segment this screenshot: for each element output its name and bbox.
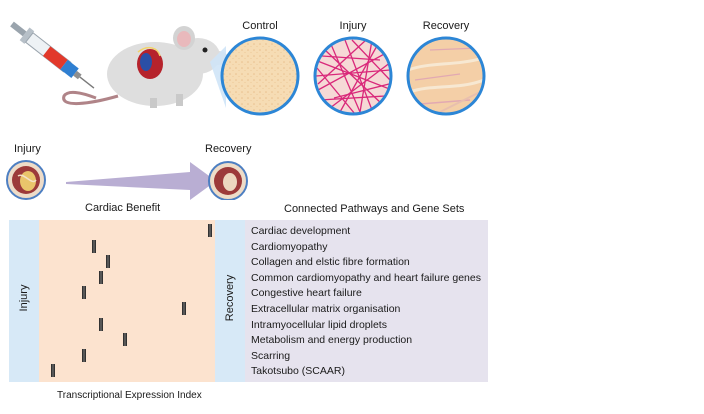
histology-recovery <box>406 36 486 116</box>
expression-marker <box>207 224 212 237</box>
mouse-injection-illustration <box>10 21 486 116</box>
expression-marker <box>98 317 103 331</box>
x-axis-label: Transcriptional Expression Index <box>57 390 202 401</box>
expression-marker <box>122 333 127 347</box>
pathway-item: Extracellular matrix organisation <box>251 303 401 315</box>
injury-histology-label: Injury <box>339 20 367 32</box>
pathway-item: Cardiomyopathy <box>251 240 328 253</box>
control-label: Control <box>242 20 278 32</box>
pathways-title: Connected Pathways and Gene Sets <box>284 203 465 215</box>
flow-injury-label: Injury <box>14 143 41 155</box>
pathway-item: Intramyocellular lipid droplets <box>251 318 387 331</box>
injury-axis-label: Injury <box>18 284 30 312</box>
recovered-heart-icon <box>208 161 248 200</box>
heart-cross-section-flow <box>6 160 248 200</box>
pathways-box <box>245 220 488 382</box>
benefit-arrow-icon <box>66 162 216 200</box>
recovery-histology-label: Recovery <box>422 20 470 32</box>
mouse-icon <box>62 26 231 108</box>
recovery-axis-band <box>215 220 245 382</box>
expression-marker <box>51 364 56 378</box>
pathway-item: Congestive heart failure <box>251 287 362 300</box>
expression-marker <box>81 286 86 300</box>
pathway-item: Common cardiomyopathy and heart failure … <box>251 271 481 284</box>
pathway-item: Takotsubo (SCAAR) <box>251 365 345 378</box>
pathway-item: Metabolism and energy production <box>251 334 413 347</box>
expression-index-field <box>39 220 215 382</box>
recovery-axis-label: Recovery <box>224 274 236 322</box>
expression-marker <box>182 302 187 315</box>
histology-control <box>220 36 300 116</box>
pathway-item: Scarring <box>251 349 291 362</box>
flow-recovery-label: Recovery <box>205 143 252 155</box>
histology-injury <box>313 36 393 116</box>
pathway-item: Cardiac development <box>251 225 351 237</box>
pathway-item: Collagen and elstic fibre formation <box>251 256 410 269</box>
expression-marker <box>81 348 86 362</box>
injured-heart-icon <box>6 160 46 200</box>
expression-marker <box>105 255 110 269</box>
expression-marker <box>98 270 103 284</box>
cardiac-benefit-label: Cardiac Benefit <box>85 202 161 214</box>
injury-axis-band <box>9 220 39 382</box>
syringe-icon <box>10 21 95 89</box>
expression-marker <box>92 239 96 253</box>
